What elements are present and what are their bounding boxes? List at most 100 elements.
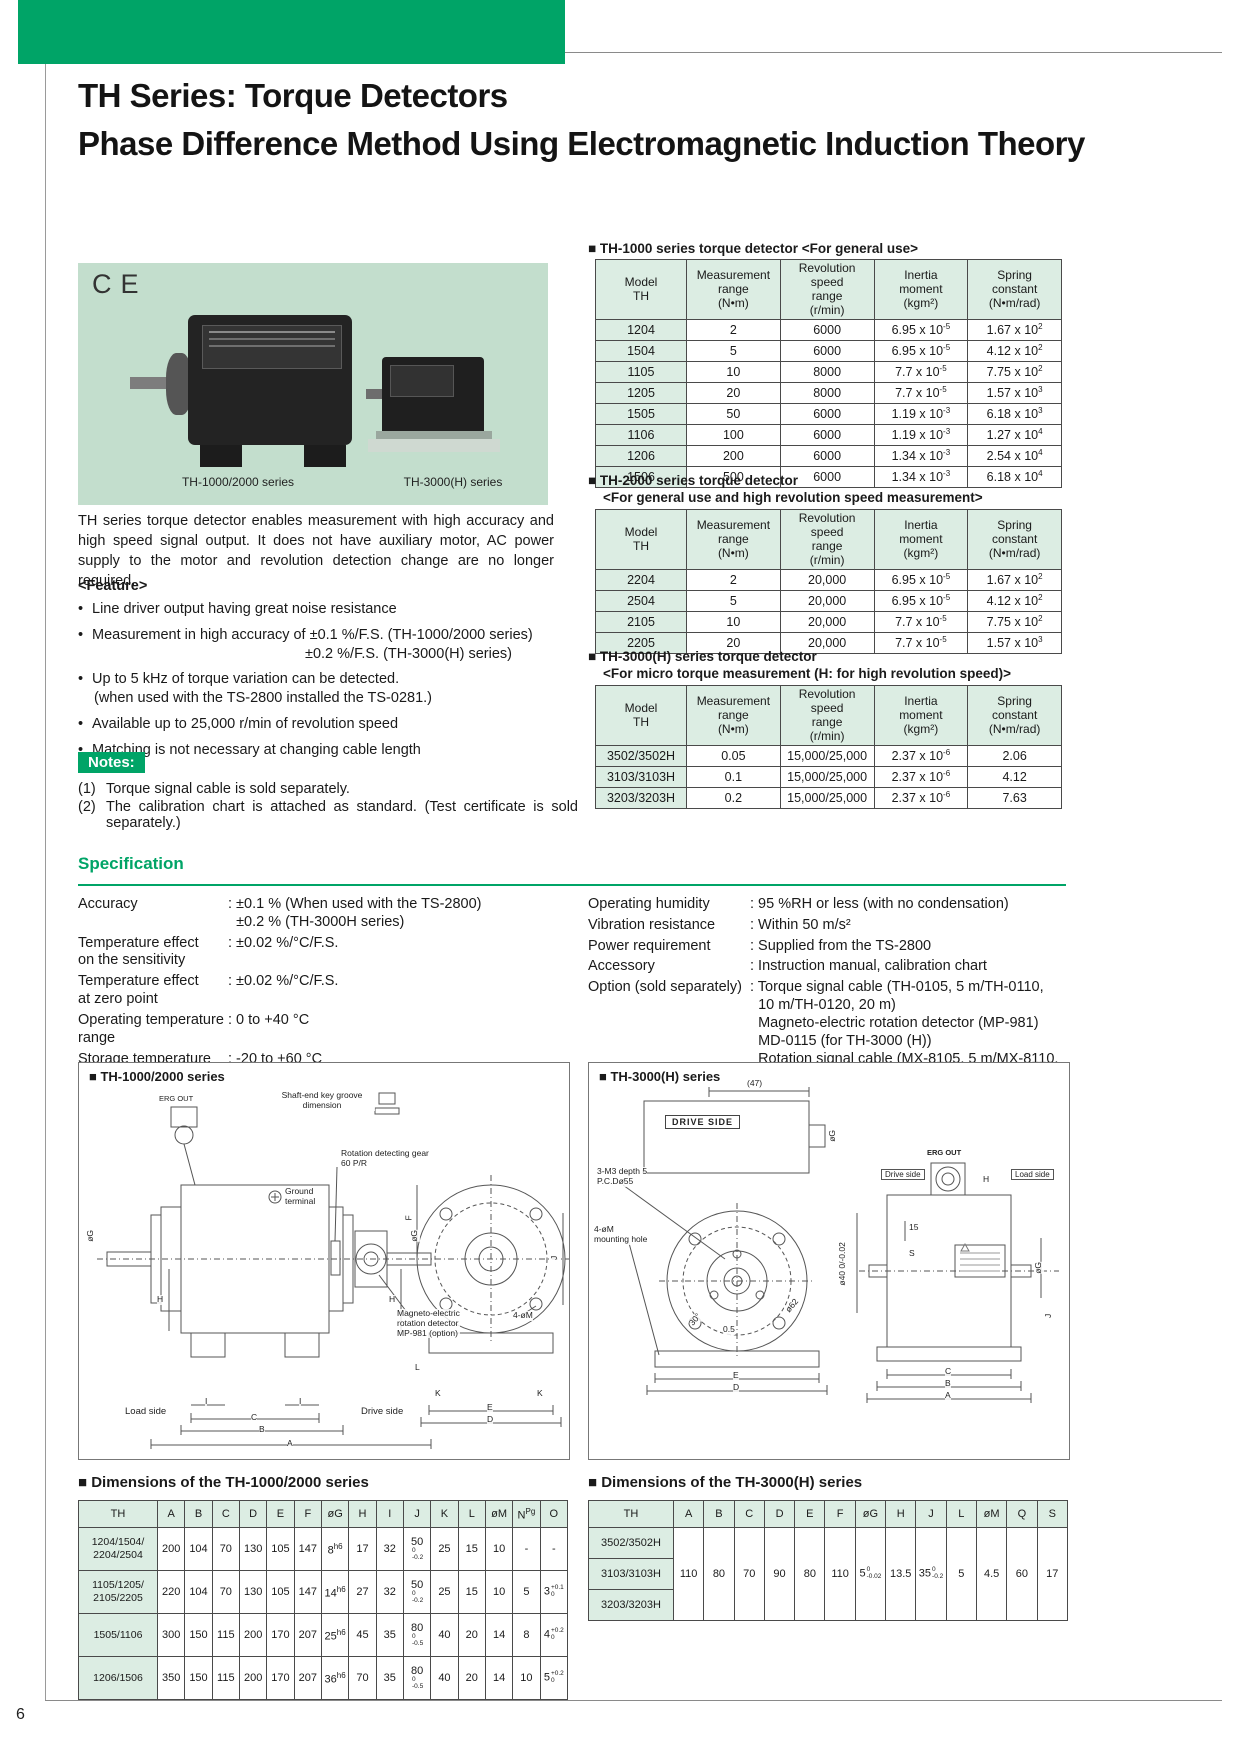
value-cell: 70 xyxy=(211,1527,240,1571)
model-cell: 1205 xyxy=(595,381,687,404)
spec-label: Temperature effect on the sensitivity xyxy=(78,934,199,969)
product-coupling xyxy=(166,353,192,415)
value-cell: 1.67 x 102 xyxy=(967,318,1062,341)
value-cell: 6000 xyxy=(779,423,875,446)
column-header: Inertia moment (kgm²) xyxy=(873,259,969,320)
value-cell: 105 xyxy=(266,1570,295,1614)
technical-drawing-lines xyxy=(589,1063,1069,1459)
note-item: (2) The calibration chart is attached as… xyxy=(78,799,578,831)
value-cell: 130 xyxy=(238,1527,268,1571)
column-header: F xyxy=(824,1500,856,1528)
column-header: S xyxy=(1036,1500,1069,1528)
spec-column-left: Accuracy: ±0.1 % (When used with the TS-… xyxy=(78,896,578,1089)
value-cell: 45 xyxy=(348,1613,377,1657)
value-cell: 6.18 x 103 xyxy=(967,402,1062,425)
dim-k: K xyxy=(435,1388,441,1399)
mounting-hole-label: 4-øM mounting hole xyxy=(594,1224,648,1245)
value-cell: 20 xyxy=(457,1656,486,1700)
value-cell: 15,000/25,000 xyxy=(779,786,875,809)
value-cell: 2.37 x 10-6 xyxy=(873,765,969,788)
dim-f: F xyxy=(403,1215,415,1221)
value-cell: 8000 xyxy=(779,381,875,404)
value-cell: 7.75 x 102 xyxy=(967,360,1062,383)
value-cell: 1.19 x 10-3 xyxy=(873,423,969,446)
dim-0-5: 0.5 xyxy=(723,1324,735,1335)
product-base-upper xyxy=(376,431,492,439)
value-cell: 500 xyxy=(686,465,781,488)
value-cell: 104 xyxy=(184,1570,213,1614)
column-header: Measurement range (N•m) xyxy=(686,685,781,746)
column-header: TH xyxy=(78,1500,158,1528)
value-cell: 147 xyxy=(293,1570,322,1614)
value-cell: 70 xyxy=(733,1527,765,1621)
spec-value: : ±0.02 %/°C/F.S. xyxy=(228,973,339,990)
column-header: Measurement range (N•m) xyxy=(686,509,781,570)
feature-item: Measurement in high accuracy of ±0.1 %/F… xyxy=(78,626,578,664)
value-cell: 10 xyxy=(686,360,781,383)
model-cell: 1206 xyxy=(595,444,687,467)
feature-item: Matching is not necessary at changing ca… xyxy=(78,741,578,760)
value-cell: 1.19 x 10-3 xyxy=(873,402,969,425)
value-cell: 15,000/25,000 xyxy=(779,765,875,788)
value-cell: 2.54 x 104 xyxy=(967,444,1062,467)
value-cell: 20,000 xyxy=(779,589,875,612)
value-cell: 40 xyxy=(430,1613,459,1657)
load-side-tag: Load side xyxy=(1011,1169,1054,1181)
model-cell: 2205 xyxy=(595,631,687,654)
spec-column-right: Operating humidity: 95 %RH or less (with… xyxy=(588,896,1074,1089)
value-cell: 35 xyxy=(375,1613,404,1657)
note-text: Torque signal cable is sold separately. xyxy=(106,781,350,797)
shaft-key-label: Shaft-end key groove dimension xyxy=(269,1090,375,1111)
value-cell: 10 xyxy=(484,1527,514,1571)
column-header: øG xyxy=(854,1500,887,1528)
column-header: E xyxy=(794,1500,826,1528)
column-header: J xyxy=(915,1500,947,1528)
value-cell: 80 xyxy=(703,1527,735,1621)
value-cell: 70 xyxy=(211,1570,240,1614)
value-cell: 150 xyxy=(184,1656,213,1700)
dim-phi40: ø40 0/-0.02 xyxy=(836,1242,848,1286)
column-header: A xyxy=(156,1500,186,1528)
column-header: H xyxy=(885,1500,917,1528)
value-cell: 115 xyxy=(211,1613,240,1657)
value-cell: 5 xyxy=(945,1527,977,1621)
value-cell: 6000 xyxy=(779,465,875,488)
value-cell: 32 xyxy=(375,1570,404,1614)
model-cell: 1105 xyxy=(595,360,687,383)
gear-label: Rotation detecting gear 60 P/R xyxy=(341,1148,429,1169)
value-cell: 200 xyxy=(238,1656,268,1700)
value-cell: 100 xyxy=(686,423,781,446)
value-cell: - xyxy=(539,1527,569,1571)
model-cell: 3103/3103H xyxy=(588,1558,674,1590)
column-header: O xyxy=(539,1500,569,1528)
spec-value: : Instruction manual, calibration chart xyxy=(750,958,987,975)
column-header: Model TH xyxy=(595,509,687,570)
dim-e: E xyxy=(733,1370,739,1381)
value-cell: 7.63 xyxy=(967,786,1062,809)
value-cell: 5 xyxy=(512,1570,541,1614)
th1000-table-title: ■ TH-1000 series torque detector <For ge… xyxy=(588,241,919,256)
value-cell: 7.75 x 102 xyxy=(967,610,1062,633)
value-cell: 220 xyxy=(156,1570,186,1614)
column-header: J xyxy=(402,1500,432,1528)
value-cell: 8000 xyxy=(779,360,875,383)
load-side-label: Load side xyxy=(125,1406,167,1418)
value-cell: 170 xyxy=(266,1613,295,1657)
column-header: Inertia moment (kgm²) xyxy=(873,685,969,746)
value-cell: 147 xyxy=(293,1527,322,1571)
value-cell: 6000 xyxy=(779,402,875,425)
value-cell: 7.7 x 10-5 xyxy=(873,610,969,633)
feature-text-cont: (when used with the TS-2800 installed th… xyxy=(94,690,432,707)
header-green-bar xyxy=(18,0,565,64)
page-number: 6 xyxy=(16,1706,25,1723)
column-header: C xyxy=(733,1500,765,1528)
